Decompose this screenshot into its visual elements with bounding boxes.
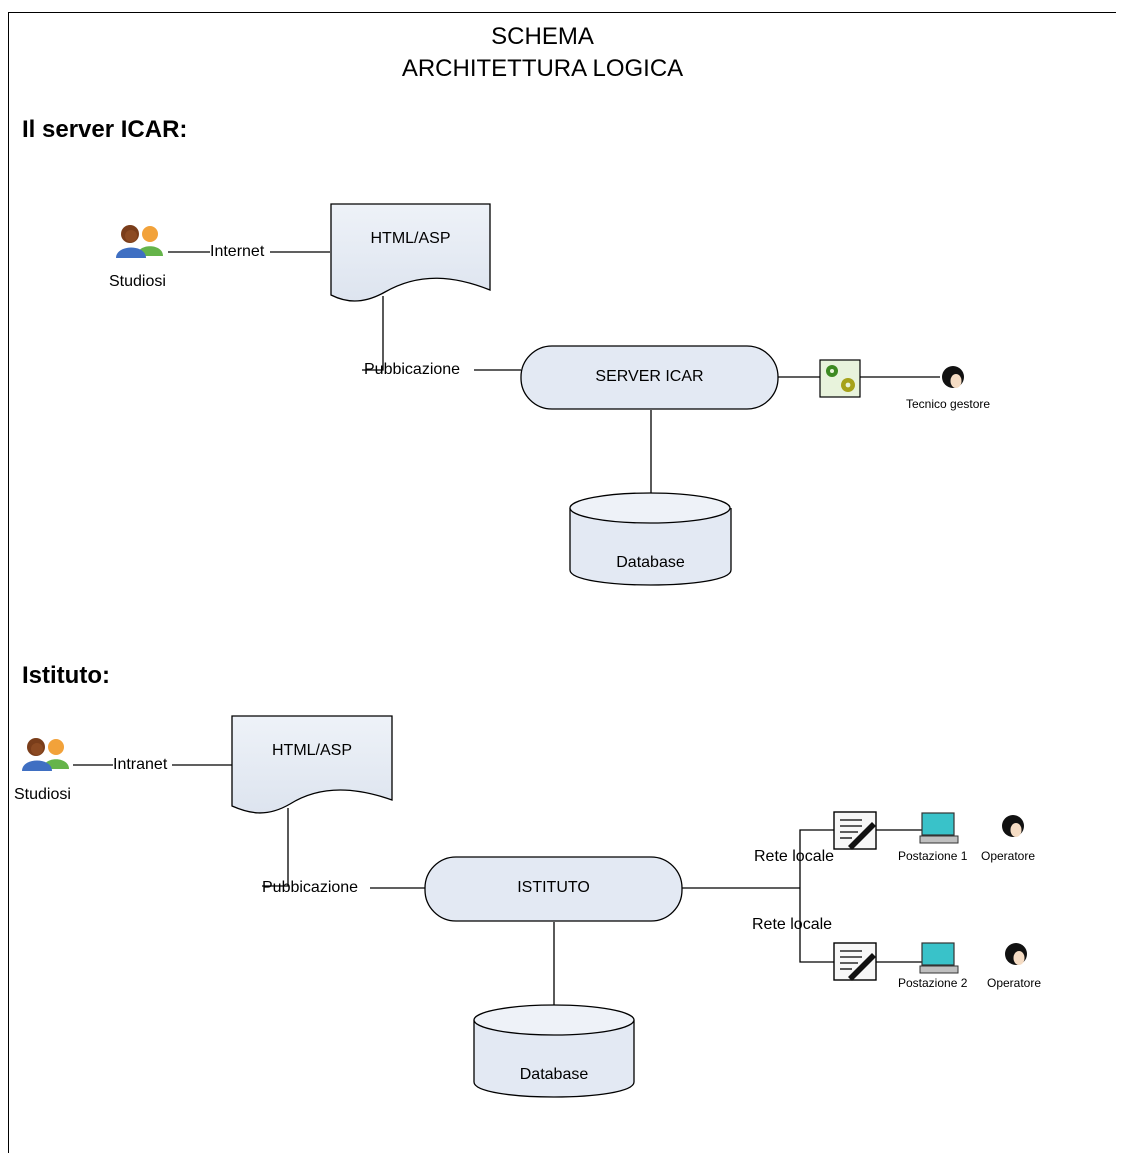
operator-2-icon: [1005, 943, 1027, 965]
technician-icon: [942, 366, 964, 388]
workstation-1-label: Postazione 1: [898, 849, 968, 863]
html-asp-document-shape-2: [231, 715, 393, 814]
database-label: Database: [616, 554, 685, 571]
operator-1-label: Operatore: [981, 849, 1036, 863]
lan-branch-1-line: [799, 829, 834, 888]
institute-section-heading: Istituto:: [22, 662, 110, 689]
html-asp-document-label: HTML/ASP: [370, 230, 451, 247]
diagram-title-line-2: ARCHITETTURA LOGICA: [401, 55, 684, 82]
operator-2-label: Operatore: [987, 976, 1042, 990]
database-cylinder-shape: [569, 492, 732, 586]
users-label: Studiosi: [109, 273, 166, 290]
document-to-publication-line: [362, 296, 384, 371]
lan-label-2: Rete locale: [752, 916, 833, 933]
workstation-1-icon: [919, 812, 959, 844]
publication-link-label-2: Pubbicazione: [262, 879, 359, 896]
institute-label: ISTITUTO: [517, 879, 590, 896]
institute-section-connectors: [73, 764, 922, 1008]
edit-document-icon-2: [833, 942, 877, 981]
server-section-connectors: [168, 251, 940, 494]
users-icon: [116, 225, 163, 258]
database-label-2: Database: [519, 1066, 589, 1083]
server-icar-node-shape: [520, 345, 779, 410]
institute-node-shape: [424, 856, 683, 922]
html-asp-document-shape: [330, 203, 491, 302]
edit-document-icon-1: [833, 811, 877, 850]
workstation-2-icon: [919, 942, 959, 974]
internet-link-label: Internet: [210, 243, 265, 260]
html-asp-document-label-2: HTML/ASP: [271, 742, 352, 759]
intranet-link-label: Intranet: [113, 756, 168, 773]
gears-tool-icon: [819, 359, 861, 398]
document-to-publication-line-2: [262, 808, 289, 887]
database-cylinder-shape-2: [473, 1004, 635, 1098]
technician-label: Tecnico gestore: [906, 397, 991, 411]
server-icar-label: SERVER ICAR: [595, 368, 704, 385]
lan-branch-2-line: [799, 888, 834, 963]
publication-link-label: Pubbicazione: [364, 361, 461, 378]
server-section-heading: Il server ICAR:: [22, 116, 188, 143]
operator-1-icon: [1002, 815, 1024, 837]
users-icon-2: [22, 738, 69, 771]
lan-label-1: Rete locale: [754, 848, 835, 865]
users-label-2: Studiosi: [14, 786, 71, 803]
workstation-2-label: Postazione 2: [898, 976, 968, 990]
diagram-title-line-1: SCHEMA: [491, 23, 594, 50]
